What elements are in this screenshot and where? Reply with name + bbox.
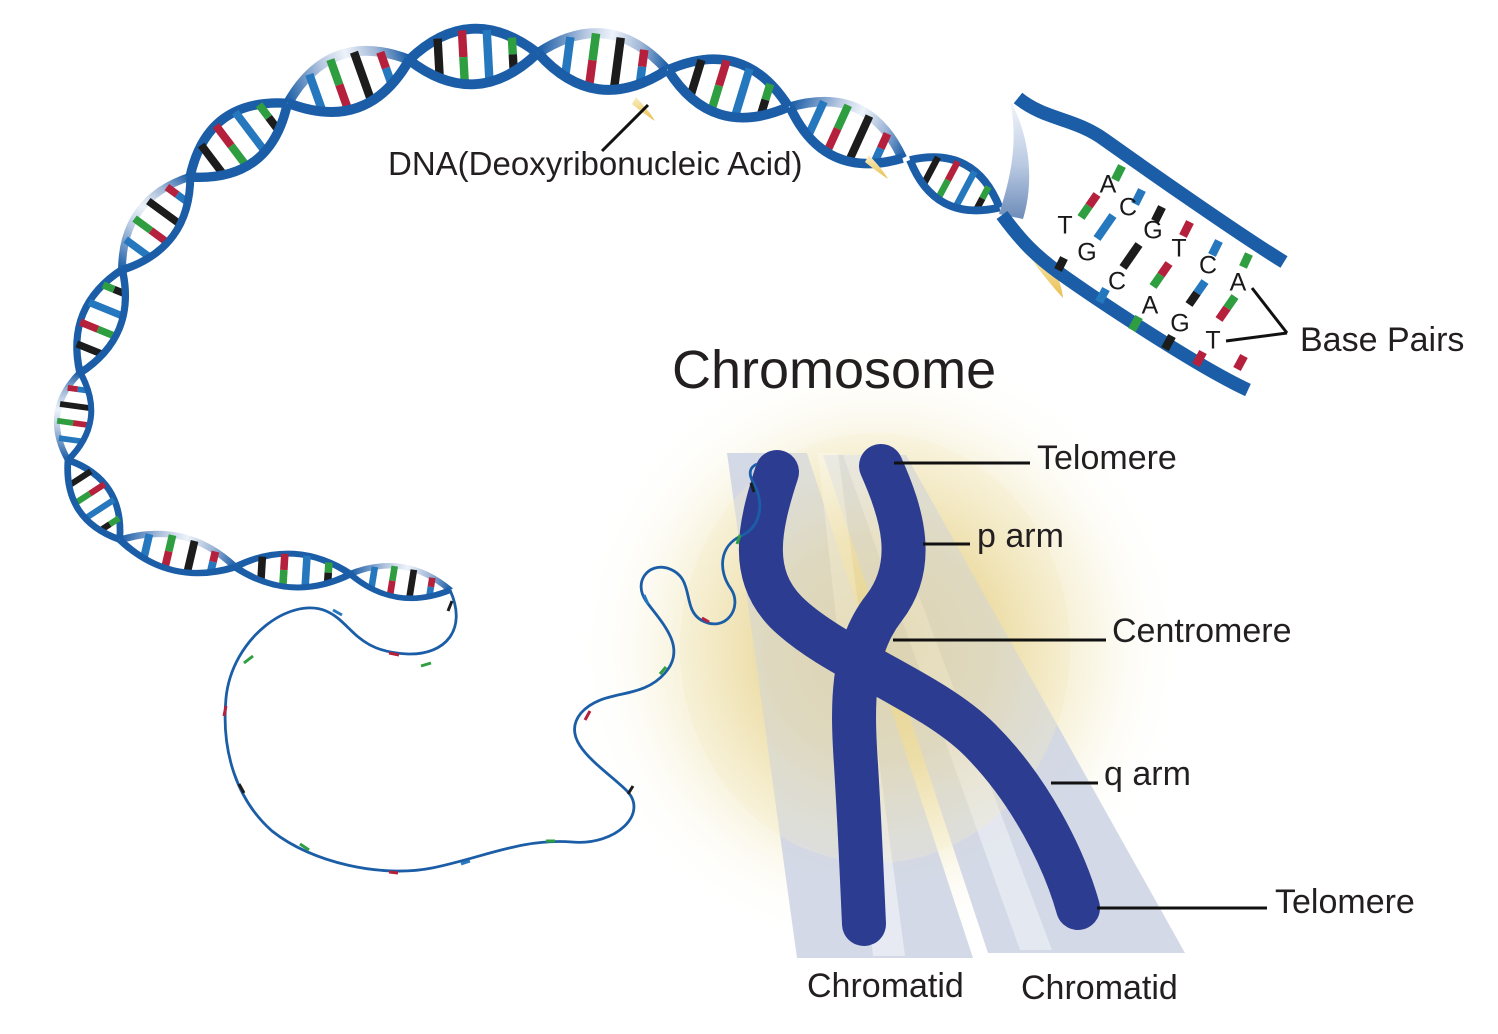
chromatid-stroke-right-to-left [832, 444, 926, 946]
dna-leader-line [600, 103, 650, 153]
dna-open-section [996, 92, 1288, 397]
open-bottom-strand [996, 210, 1251, 397]
leader-lines [600, 103, 1289, 910]
thread-flecks [222, 482, 756, 875]
chromatid-stroke-left-to-right [738, 450, 1100, 930]
silver-fold [999, 100, 1030, 219]
open-top-strand [1013, 92, 1288, 268]
dna-thread [222, 462, 762, 875]
base-pairs-leader-t [1225, 331, 1288, 343]
base-pair-rungs [1077, 192, 1239, 322]
base-pairs-leader-a [1250, 287, 1289, 334]
strand-stubs [1054, 164, 1253, 372]
chromosome-figure [738, 444, 1100, 946]
gold-fold-small-2 [865, 155, 888, 179]
